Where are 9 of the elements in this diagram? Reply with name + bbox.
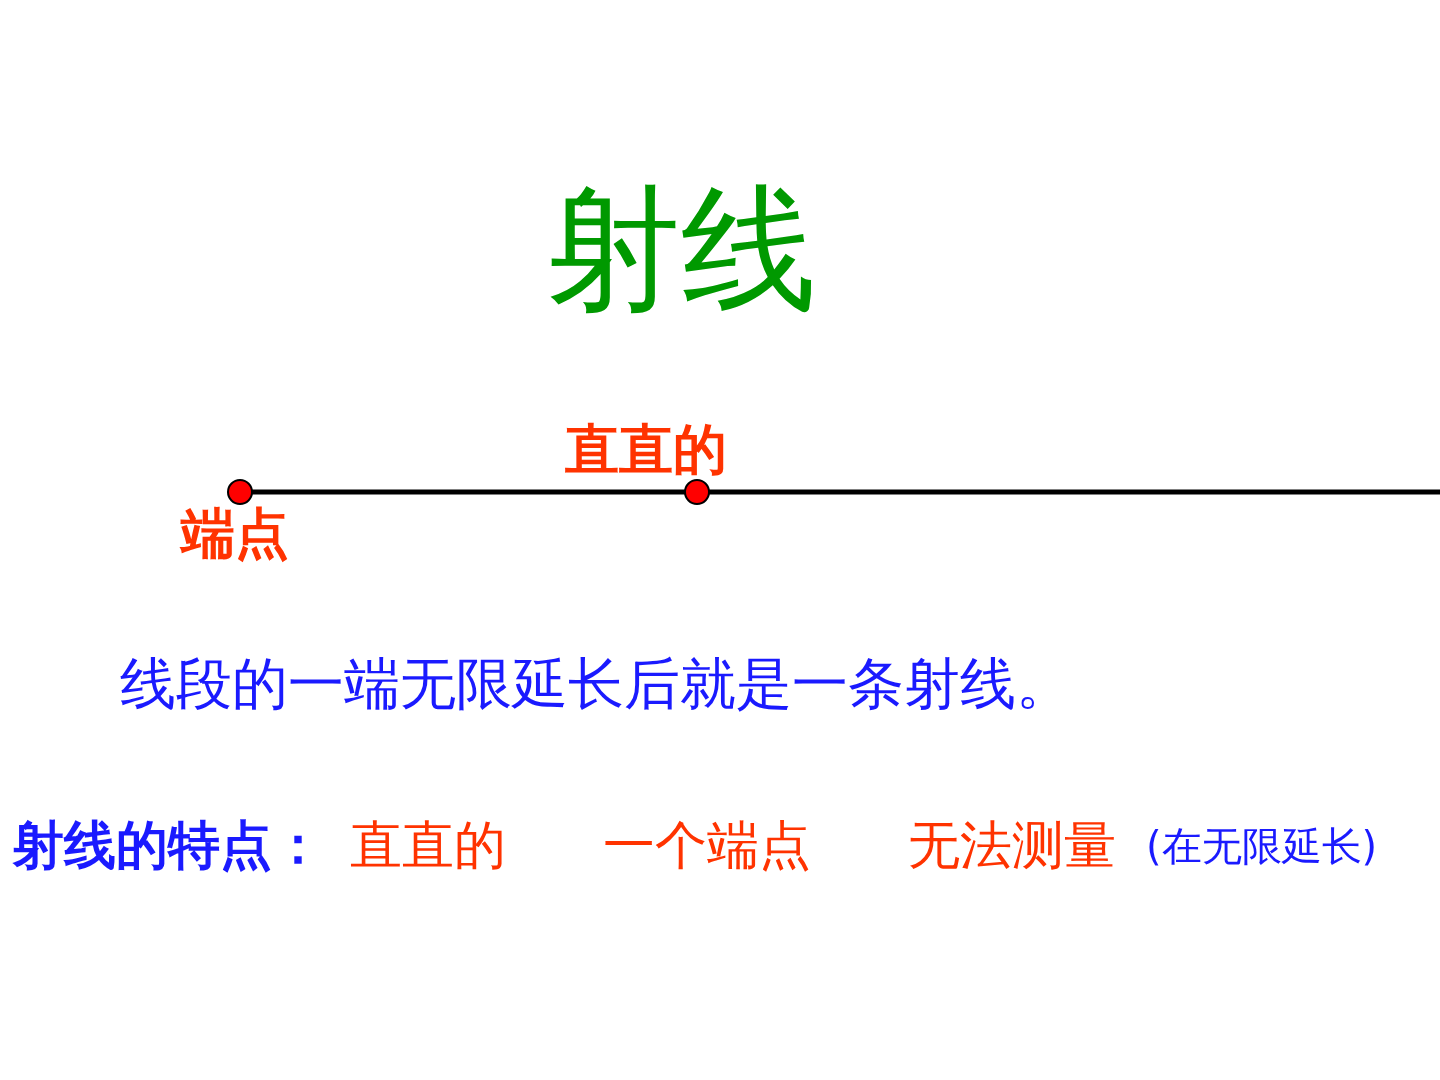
label-text: 直直的 [565,418,727,483]
note-text: (在无限延长) [1146,822,1378,870]
feature-text: 无法测量 [908,814,1116,877]
feature-text: 一个端点 [603,814,811,877]
feature-text: 直直的 [350,814,506,877]
features-heading: 射线的特点： [12,814,324,877]
title: 射线 [545,169,817,330]
definition-sentence: 线段的一端无限延长后就是一条射线。 [120,650,1072,718]
endpoint-label: 端点 [181,502,289,567]
